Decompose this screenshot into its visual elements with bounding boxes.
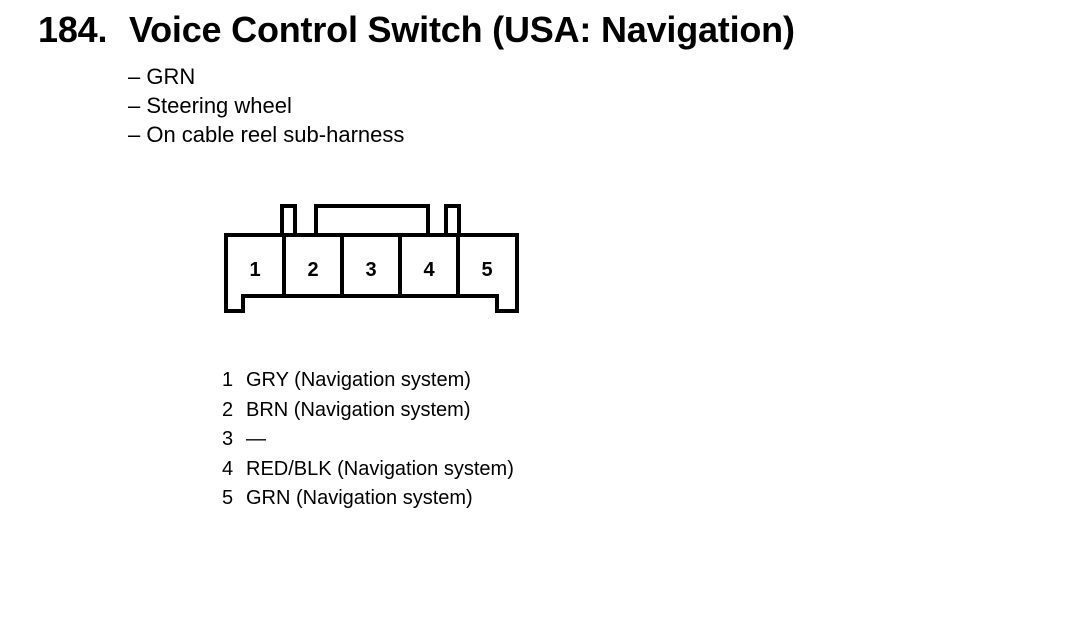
pin-description: RED/BLK (Navigation system) bbox=[246, 457, 514, 480]
pinout-row: 4 RED/BLK (Navigation system) bbox=[222, 455, 514, 485]
pin-label-5: 5 bbox=[481, 259, 492, 281]
pin-description: GRN (Navigation system) bbox=[246, 487, 473, 509]
note-harness: – On cable reel sub-harness bbox=[128, 122, 405, 147]
pinout-row: 1 GRY (Navigation system) bbox=[222, 366, 514, 396]
pin-label-4: 4 bbox=[423, 259, 435, 281]
connector-notes: – GRN – Steering wheel – On cable reel s… bbox=[128, 62, 404, 149]
pin-number: 4 bbox=[222, 457, 234, 480]
connector-housing bbox=[224, 233, 519, 313]
section-number: 184. bbox=[38, 9, 108, 50]
pin-number: 1 bbox=[222, 369, 234, 391]
pin-number: 2 bbox=[222, 398, 234, 421]
pinout-row: 3— bbox=[222, 425, 514, 455]
connector-tab bbox=[280, 204, 297, 235]
pin-label-2: 2 bbox=[307, 259, 318, 281]
pin-number: 3 bbox=[222, 428, 234, 450]
pin-description: GRY (Navigation system) bbox=[246, 369, 471, 391]
note-color: – GRN bbox=[128, 64, 196, 89]
section-title: Voice Control Switch (USA: Navigation) bbox=[129, 9, 795, 50]
connector-tab bbox=[314, 204, 430, 235]
pin-label-1: 1 bbox=[249, 259, 260, 281]
pin-description: — bbox=[246, 428, 266, 450]
pinout-list: 1 GRY (Navigation system) 2 BRN (Navigatio… bbox=[222, 366, 514, 514]
note-location: – Steering wheel bbox=[128, 93, 292, 118]
pinout-row: 5 GRN (Navigation system) bbox=[222, 484, 514, 514]
page-title: 184. Voice Control Switch (USA: Navigatio… bbox=[38, 8, 795, 52]
connector-tab bbox=[444, 204, 461, 235]
pinout-row: 2 BRN (Navigation system) bbox=[222, 396, 514, 426]
pin-description: BRN (Navigation system) bbox=[246, 398, 471, 421]
pin-label-3: 3 bbox=[365, 259, 376, 281]
pin-number: 5 bbox=[222, 487, 234, 509]
